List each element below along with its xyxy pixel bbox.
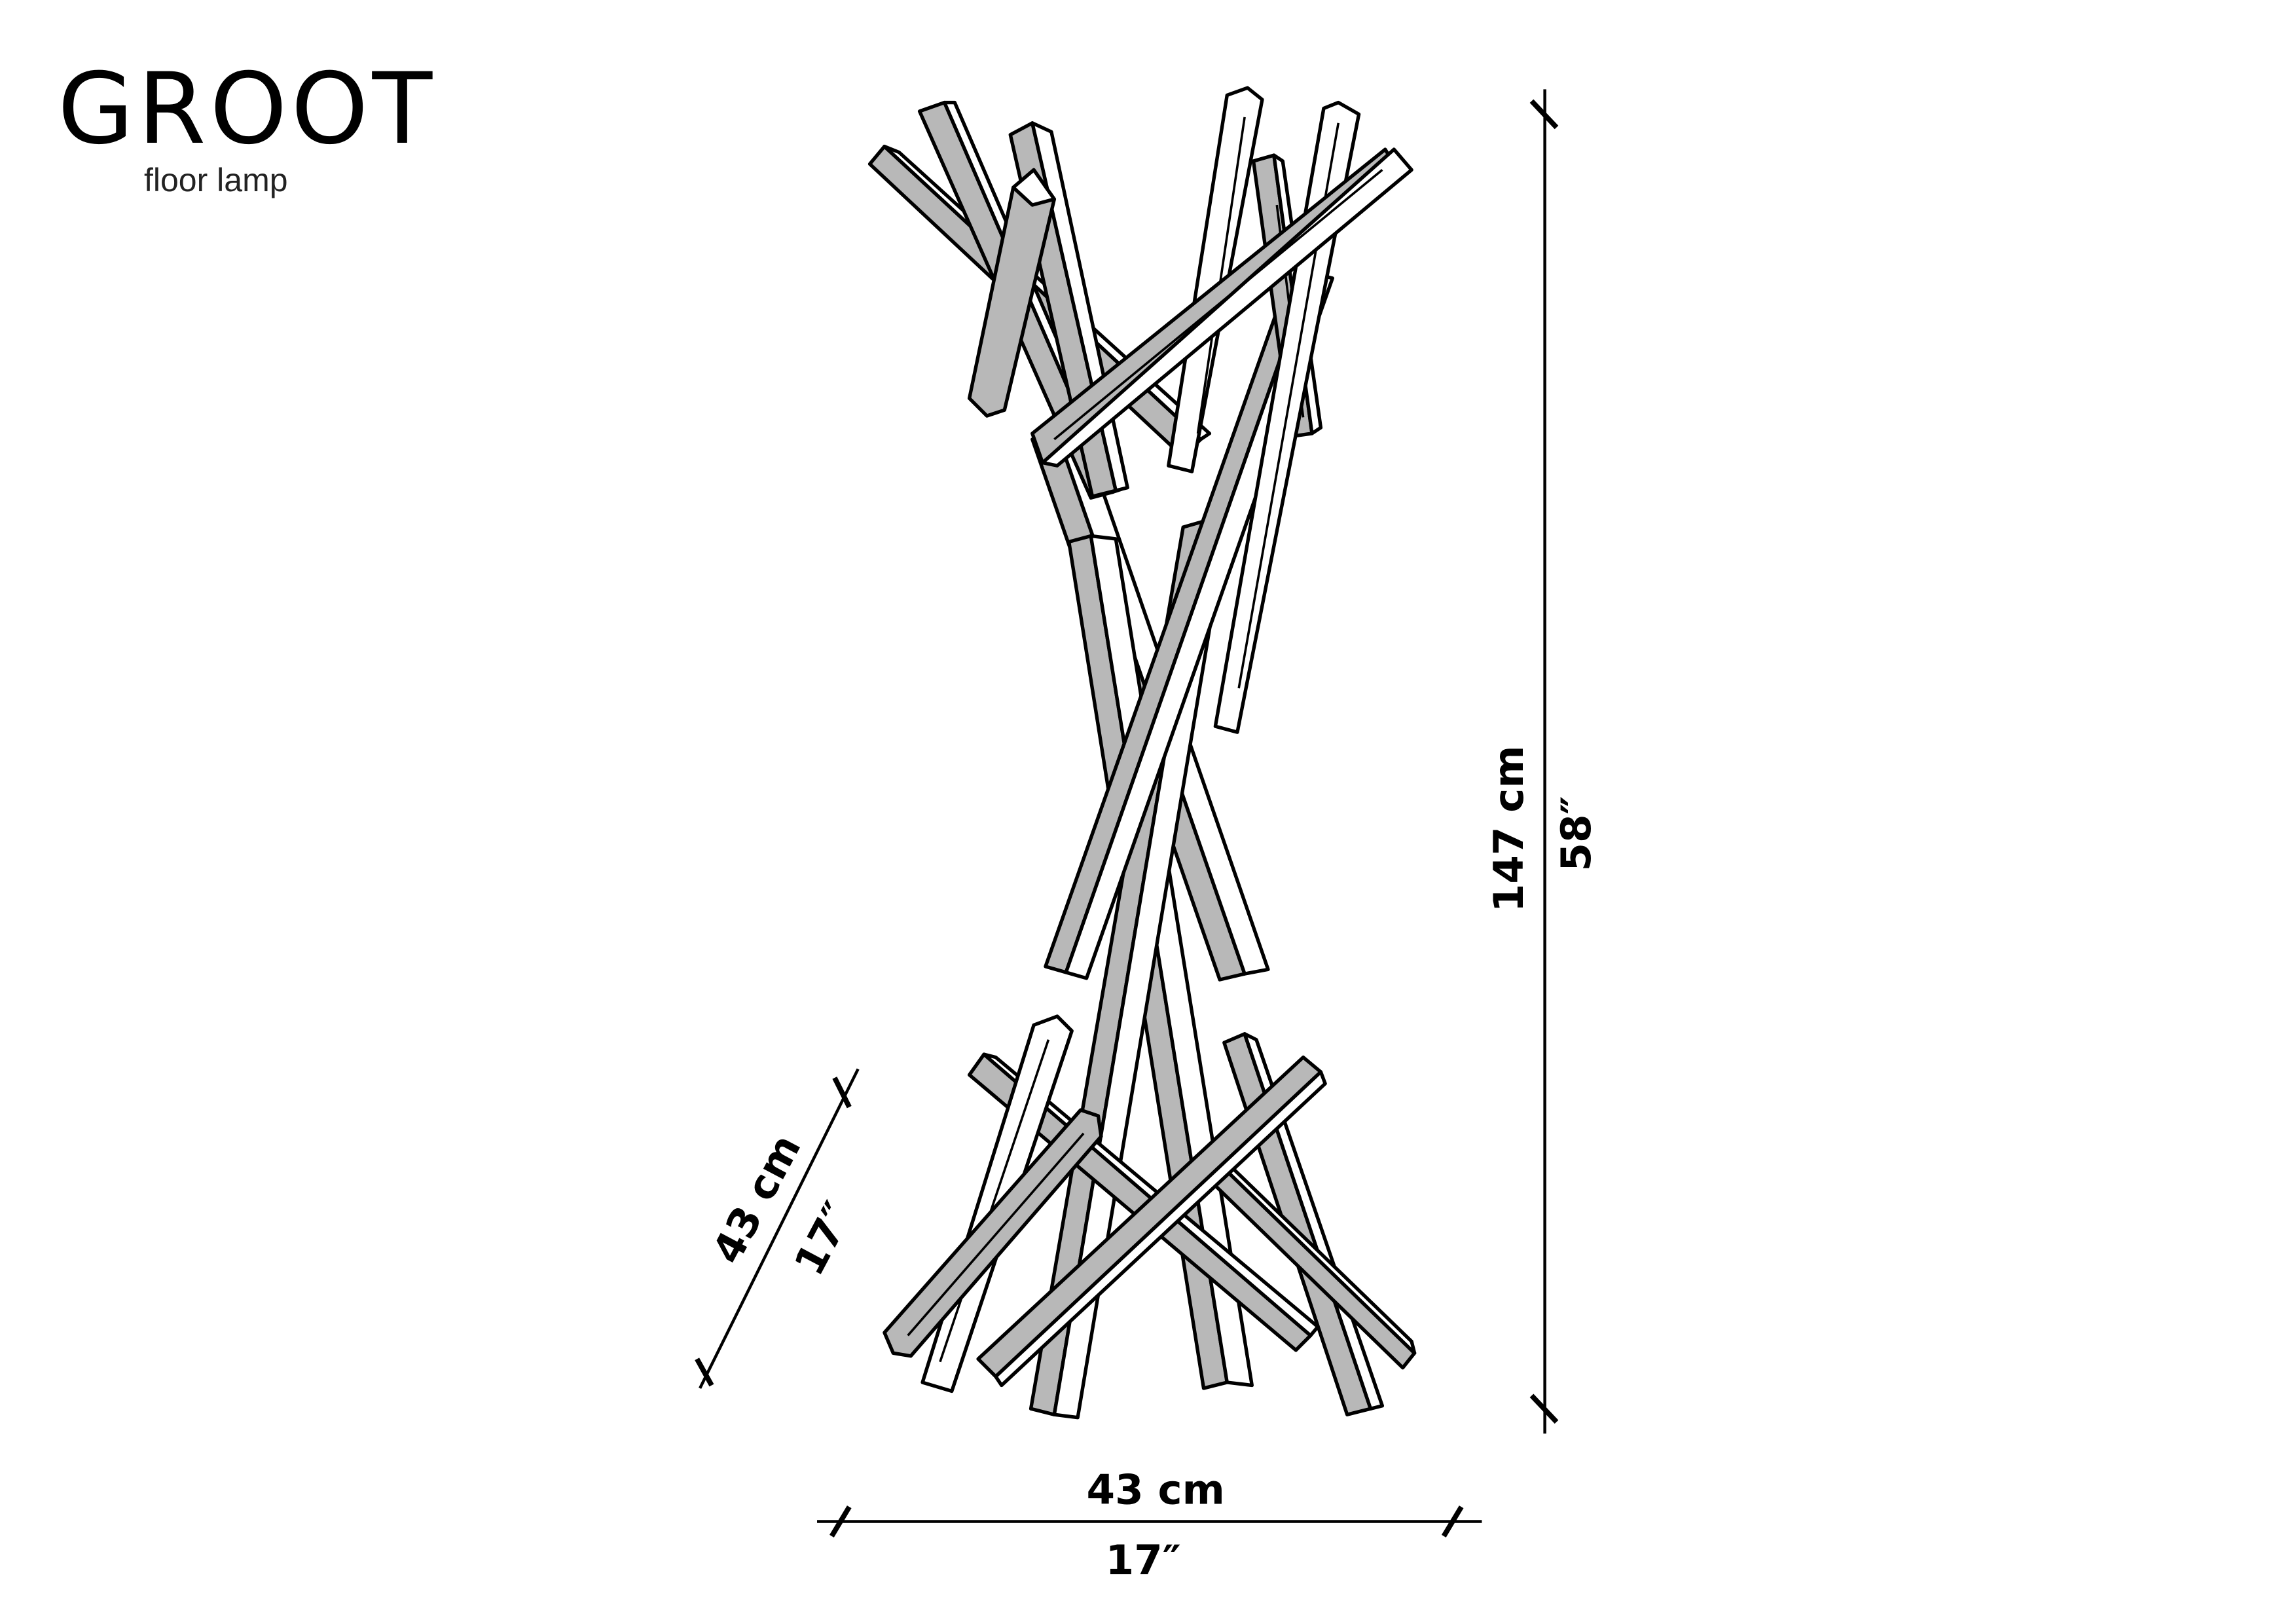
lamp-stick-shaded [967,168,1057,418]
depth-dimension [695,1068,860,1389]
depth-imperial-label: 17″ [785,1194,863,1283]
width-metric-label: 43 cm [1087,1466,1225,1514]
width-imperial-label: 17″ [1106,1536,1181,1584]
height-metric-label: 147 cm [1485,745,1533,912]
width-dimension [817,1505,1482,1538]
product-title: GROOT [58,52,437,166]
lamp-stick [976,1055,1327,1388]
lamp-stick-shaded [883,1108,1103,1358]
lamp-stick [1030,147,1413,468]
lamp-illustration [867,86,1417,1420]
height-dimension [1529,89,1559,1434]
product-subtitle: floor lamp [144,162,288,198]
height-imperial-label: 58″ [1552,796,1600,871]
